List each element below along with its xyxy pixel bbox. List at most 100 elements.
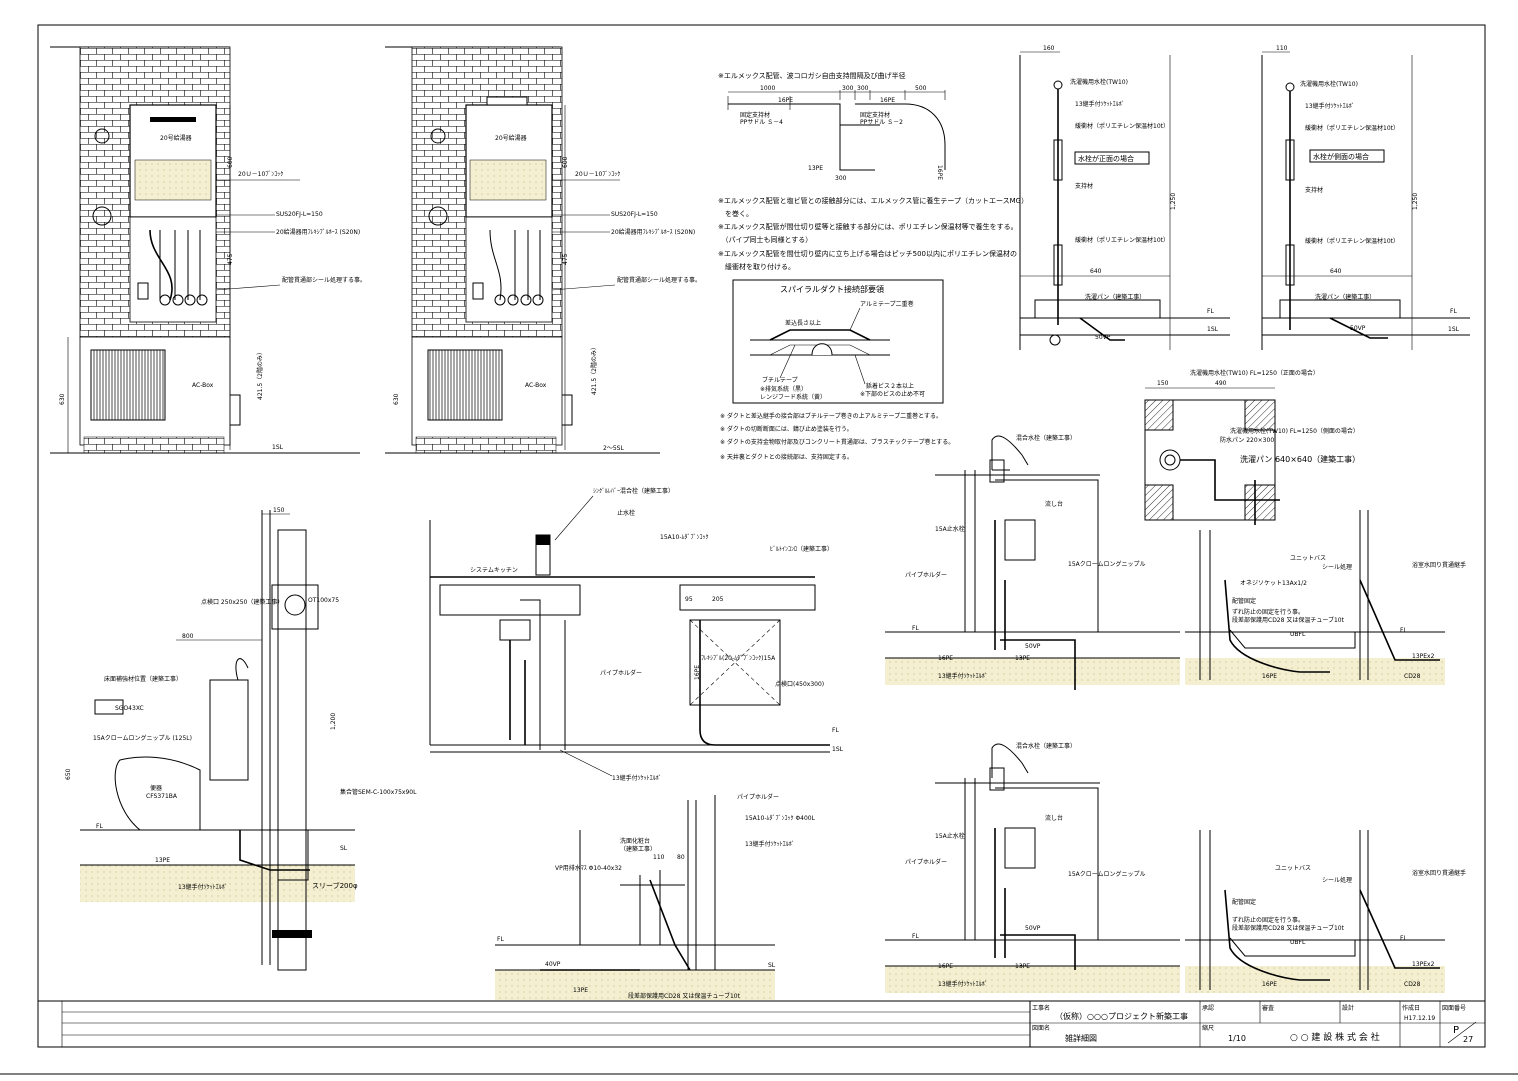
bath2-fix: 配管固定 [1232, 898, 1256, 906]
sink-view-1: FL 混合水栓（建築工事） 流し台 15A止水栓 パイプホルダー 15Aクローム… [885, 434, 1180, 690]
sink2-vp: 50VP [1025, 925, 1041, 932]
tb-company: ○ ○ 建 設 株 式 会 社 [1290, 1031, 1380, 1043]
bath2-fl: FL [1400, 935, 1407, 942]
sink2-mixer: 混合水栓（建築工事） [1016, 742, 1076, 750]
heater-1-d2: 475 [227, 253, 234, 265]
wf-pan: 洗濯パン（建築工事） [1085, 293, 1145, 301]
bath2-pe2: 13PEx2 [1412, 961, 1435, 968]
elmex-dim-500: 500 [915, 85, 927, 92]
tb-project-label: 工事名 [1032, 1004, 1050, 1012]
wf-insul-2: 緩衝材（ポリエチレン保温材10t） [1075, 236, 1169, 244]
ws-fl: FL [1450, 308, 1457, 315]
wf-vp: 50VP [1095, 334, 1111, 341]
heater-1-l3: 20給湯器用ﾌﾚｷｼﾌﾞﾙﾎｰｽ (S20N) [276, 228, 360, 236]
kitchen-pipeholder: パイプホルダー [600, 669, 642, 677]
wp-d490: 490 [1215, 380, 1227, 387]
tb-sheet-p: P [1453, 1025, 1459, 1036]
wf-sl: 1SL [1207, 326, 1219, 333]
sink1-pe: 16PE [938, 655, 953, 662]
tb-date: H17.12.19 [1404, 1015, 1435, 1022]
tb-drawing: 雑詳細図 [1065, 1033, 1097, 1043]
wp-l1: 洗濯機用水栓(TW10) FL=1250（正面の場合） [1190, 369, 1319, 377]
heater-1-l4: 配管貫通部シール処理する事。 [282, 276, 366, 284]
sink1-socket: 13継手付ｿｹｯﾄｴﾙﾎﾞ [938, 672, 988, 680]
toilet-d800: 800 [182, 633, 194, 640]
elmex-pe-1: 16PE [778, 97, 793, 104]
ws-support: 支持材 [1305, 186, 1323, 194]
bath1-seal: シール処理 [1322, 563, 1352, 571]
elmex-support-1-sub: PPサドル Ｓ－4 [740, 119, 783, 126]
sink1-nipple: 15Aクロームロングニップル [1068, 560, 1146, 568]
duct-note-1: ※ ダクトの切断断面には、錆び止め塗装を行う。 [720, 425, 853, 433]
elmex-note-3: （パイプ同士も同様とする） [718, 235, 812, 244]
bath2-note1: ずれ防止の固定を行う事。 [1232, 916, 1304, 924]
toilet-d650: 650 [65, 768, 72, 780]
elmex-note-1: を巻く。 [718, 209, 753, 218]
bath-view-2: ユニットバス シール処理 浴室水回り貫通継手 配管固定 ずれ防止の固定を行う事。… [1185, 830, 1466, 993]
ws-insul-1: 緩衝材（ポリエチレン保温材10t） [1305, 124, 1399, 132]
sink1-fl: FL [912, 625, 919, 632]
toilet-pe: 13PE [155, 857, 170, 864]
heater-1-ac: AC-Box [192, 382, 214, 389]
sheet-border [37, 24, 1486, 1048]
tb-sheet-label: 図面番号 [1442, 1005, 1466, 1012]
tb-project: （仮称）○○○プロジェクト新築工事 [1055, 1011, 1188, 1021]
toilet-l5: 15Aクロームロングニップル (125L) [93, 734, 192, 742]
kitchen-pe: 16PE [694, 665, 701, 680]
vanity-view: FL SL 40VP 13PE 110 80 パイプホルダー 15A10-ﾑﾀﾞ… [495, 793, 816, 1000]
wf-faucet: 洗濯機用水栓(TW10) [1070, 78, 1128, 86]
elmex-pe-3: 13PE [808, 165, 823, 172]
heater-2-ac: AC-Box [525, 382, 547, 389]
washer-side-view: 110 洗濯機用水栓(TW10) 13継手付ｿｹｯﾄｴﾙﾎﾞ 緩衝材（ポリエチレ… [1261, 45, 1470, 350]
sink1-stop: 15A止水栓 [935, 525, 965, 533]
toilet-l9: 13継手付ｿｹｯﾄｴﾙﾎﾞ [178, 883, 228, 891]
sink2-stop: 15A止水栓 [935, 832, 965, 840]
washer-front-view: 160 洗濯機用水栓(TW10) 13継手付ｿｹｯﾄｴﾙﾎﾞ 緩衝材（ポリエチレ… [1019, 45, 1230, 350]
heater-1-label: 20号給湯器 [160, 134, 192, 142]
spiral-box-title: スパイラルダクト接続部要領 [780, 284, 884, 294]
wf-support: 支持材 [1075, 182, 1093, 190]
duct-notes: ※ ダクトと差込継手の接合部はブチルテープ巻きの上アルミテープ二重巻とする。 ※… [720, 412, 954, 461]
toilet-l1: 点検口 250x250（建築工事） [201, 598, 283, 606]
spiral-duct-box: スパイラルダクト接続部要領 アルミテープ二重巻 差込長さ以上 ブチルテープ ※排… [732, 279, 944, 404]
vanity-cover: 段差部保護用CD28 又は保温チューブ10t [628, 992, 741, 1000]
sink2-sink: 流し台 [1045, 814, 1063, 822]
duct-note-3: ※ 天井裏とダクトとの接続部は、支持固定する。 [720, 453, 853, 461]
toilet-d150: 150 [273, 507, 285, 514]
spiral-box-range: レンジフード系統（黄） [760, 393, 826, 401]
wf-d160: 160 [1043, 45, 1055, 52]
duct-note-2: ※ ダクトの支持金物取付部及びコンクリート貫通部は、ブラスチックテープ巻とする。 [720, 438, 954, 446]
water-heater-view-2: 20号給湯器 AC-Box 20Ｕ－10ﾌﾞﾝｺｯｸ SUS20FJ-L=150… [385, 46, 701, 454]
bath2-seal: シール処理 [1322, 876, 1352, 884]
sink2-pe: 16PE [938, 963, 953, 970]
ws-d1250: 1,250 [1412, 193, 1419, 210]
elmex-support-2-sub: PPサドル Ｓ－2 [860, 119, 903, 126]
ws-title: 水栓が側面の場合 [1313, 152, 1369, 161]
sink2-nipple: 15Aクロームロングニップル [1068, 870, 1146, 878]
bath-view-1: ユニットバス シール処理 浴室水回り貫通継手 オネジソケット13Ax1/2 配管… [1185, 510, 1466, 685]
sink2-holder: パイプホルダー [905, 858, 947, 866]
spiral-box-tape: アルミテープ二重巻 [860, 300, 914, 308]
ws-d640: 640 [1330, 268, 1342, 275]
bath1-note2: 段差部保護用CD28 又は保温チューブ10t [1232, 616, 1345, 624]
water-heater-view-1: 20号給湯器 AC-Box 20Ｕ－10ﾌﾞﾝｺｯｸ SUS20FJ-L=150… [50, 46, 366, 454]
toilet-l8: 集合管SEM-C-100x75x90L [340, 788, 417, 796]
tb-design: 設計 [1342, 1004, 1354, 1012]
kitchen-d205: 205 [712, 596, 724, 603]
wp-l2: 洗濯機用水栓(TW10) FL=1250（側面の場合） [1230, 427, 1359, 435]
heater-1-d4: 421.5（2階のみ） [256, 349, 264, 400]
ws-pan: 洗濯パン（建築工事） [1315, 293, 1375, 301]
vanity-vanity: 洗面化粧台 [620, 837, 650, 845]
tb-scale-label: 縮尺 [1202, 1024, 1214, 1032]
sink2-fl: FL [912, 933, 919, 940]
elmex-dim-300c: 300 [835, 175, 847, 182]
wf-socket: 13継手付ｿｹｯﾄｴﾙﾎﾞ [1075, 100, 1125, 108]
wf-fl: FL [1207, 308, 1214, 315]
vanity-vanity-sub: （建築工事） [620, 845, 656, 853]
toilet-l10: スリーブ200φ [312, 881, 358, 890]
toilet-l4: SGO43XC [115, 705, 144, 712]
heater-1-l2: SUS20FJ-L=150 [276, 211, 323, 218]
ws-vp: 50VP [1350, 325, 1366, 332]
bath2-note2: 段差部保護用CD28 又は保温チューブ10t [1232, 924, 1345, 932]
kitchen-sl: 1SL [832, 746, 844, 753]
